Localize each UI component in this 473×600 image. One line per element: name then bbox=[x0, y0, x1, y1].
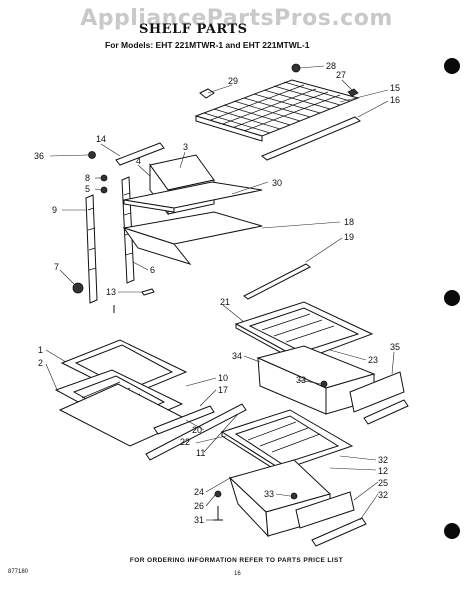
callout-30: 30 bbox=[272, 178, 282, 188]
callout-36: 36 bbox=[34, 151, 44, 161]
glass-shelf-upper-part bbox=[123, 181, 263, 213]
page-title: SHELF PARTS bbox=[139, 22, 248, 37]
callout-32-lower: 32 bbox=[378, 490, 388, 500]
callout-23: 23 bbox=[368, 355, 378, 365]
callout-14: 14 bbox=[96, 134, 106, 144]
callout-7: 7 bbox=[54, 262, 59, 272]
left-shelf-trim-part bbox=[145, 403, 247, 461]
callout-33-lower: 33 bbox=[264, 489, 274, 499]
callout-8: 8 bbox=[85, 173, 90, 183]
shelf-strip-part bbox=[243, 263, 311, 300]
callout-33-upper: 33 bbox=[296, 375, 306, 385]
punch-hole-middle bbox=[444, 290, 460, 306]
callout-19: 19 bbox=[344, 232, 354, 242]
callout-31: 31 bbox=[194, 515, 204, 525]
callout-20: 20 bbox=[192, 425, 202, 435]
ordering-note: FOR ORDERING INFORMATION REFER TO PARTS … bbox=[129, 557, 344, 564]
document-number: 877180 bbox=[8, 569, 29, 575]
callout-21: 21 bbox=[220, 297, 230, 307]
leader-lines bbox=[45, 65, 395, 521]
callout-16: 16 bbox=[390, 95, 400, 105]
rail-cover-part bbox=[115, 142, 165, 166]
punch-hole-bottom bbox=[444, 523, 460, 539]
callout-1: 1 bbox=[38, 345, 43, 355]
right-lower-pan-part bbox=[228, 459, 331, 538]
models-subtitle: For Models: EHT 221MTWR-1 and EHT 221MTW… bbox=[105, 40, 310, 50]
callout-27: 27 bbox=[336, 70, 346, 80]
callout-32-upper: 32 bbox=[378, 455, 388, 465]
bottom-hardware-part bbox=[213, 490, 223, 521]
callout-10: 10 bbox=[218, 373, 228, 383]
callout-24: 24 bbox=[194, 487, 204, 497]
right-lower-handle-part bbox=[295, 491, 367, 547]
callout-28: 28 bbox=[326, 61, 336, 71]
callout-25: 25 bbox=[378, 478, 388, 488]
callout-22: 22 bbox=[180, 437, 190, 447]
callout-4: 4 bbox=[136, 156, 141, 166]
callout-15: 15 bbox=[390, 83, 400, 93]
page-number: 16 bbox=[234, 571, 241, 577]
punch-hole-top bbox=[444, 58, 460, 74]
callout-17: 17 bbox=[218, 385, 228, 395]
callout-5: 5 bbox=[85, 184, 90, 194]
callout-18: 18 bbox=[344, 217, 354, 227]
glass-shelf-lower-part bbox=[122, 211, 263, 265]
callout-9: 9 bbox=[52, 205, 57, 215]
callout-26: 26 bbox=[194, 501, 204, 511]
rail-hardware-part bbox=[72, 151, 155, 313]
callout-12: 12 bbox=[378, 466, 388, 476]
callout-labels: 14 36 4 3 8 5 9 6 7 13 30 18 19 29 28 27… bbox=[34, 61, 400, 525]
shelf-trim-strip-part bbox=[261, 116, 361, 161]
wire-shelf-part bbox=[194, 79, 360, 142]
right-upper-handle-part bbox=[349, 371, 409, 425]
right-lower-shelf-part bbox=[220, 409, 354, 475]
callout-34: 34 bbox=[232, 351, 242, 361]
callout-6: 6 bbox=[150, 265, 155, 275]
callout-35: 35 bbox=[390, 342, 400, 352]
watermark: AppliancePartsPros.com bbox=[80, 6, 393, 31]
callout-13: 13 bbox=[106, 287, 116, 297]
callout-3: 3 bbox=[183, 142, 188, 152]
callout-29: 29 bbox=[228, 76, 238, 86]
ladder-rail-part bbox=[85, 176, 135, 304]
callout-2: 2 bbox=[38, 358, 43, 368]
callout-11: 11 bbox=[196, 448, 205, 458]
